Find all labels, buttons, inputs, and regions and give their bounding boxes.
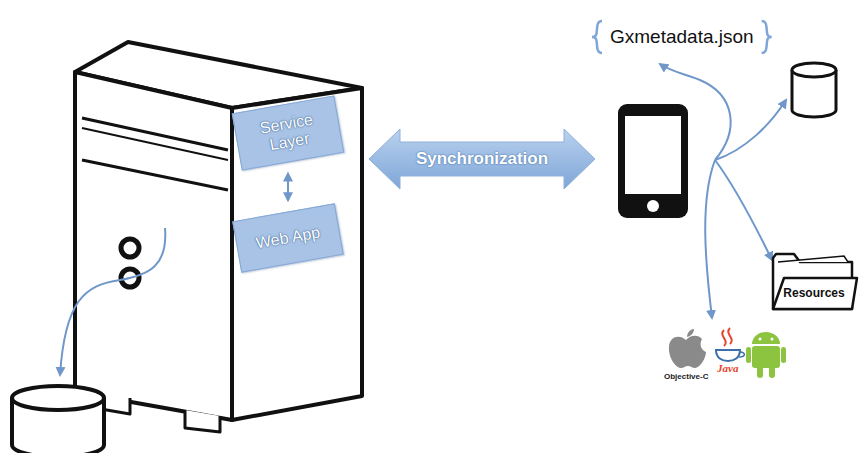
database-cylinder bbox=[12, 386, 104, 453]
server-tower bbox=[75, 42, 362, 432]
connector-arrow bbox=[287, 174, 289, 201]
node-text: Synchronization bbox=[416, 149, 548, 169]
phone bbox=[618, 104, 688, 218]
output-arrows bbox=[660, 64, 786, 318]
node-text: Web App bbox=[244, 222, 332, 254]
storage-arrow bbox=[60, 228, 165, 375]
android-icon bbox=[746, 332, 786, 378]
node-text: Resources bbox=[783, 286, 844, 300]
file-name: Gxmetadata.json bbox=[590, 18, 774, 56]
apple-icon bbox=[669, 329, 706, 368]
block-arrow: Synchronization bbox=[368, 128, 596, 190]
java-icon bbox=[716, 328, 744, 361]
node-text: Service Layer bbox=[243, 108, 334, 158]
platform-label: Objective-C bbox=[664, 372, 708, 381]
database-cylinder bbox=[792, 63, 836, 117]
platform-label: Java bbox=[717, 362, 738, 374]
node-text: Gxmetadata.json bbox=[610, 26, 754, 48]
folder-shape: Resources bbox=[770, 248, 858, 312]
folder-icon bbox=[770, 248, 858, 312]
